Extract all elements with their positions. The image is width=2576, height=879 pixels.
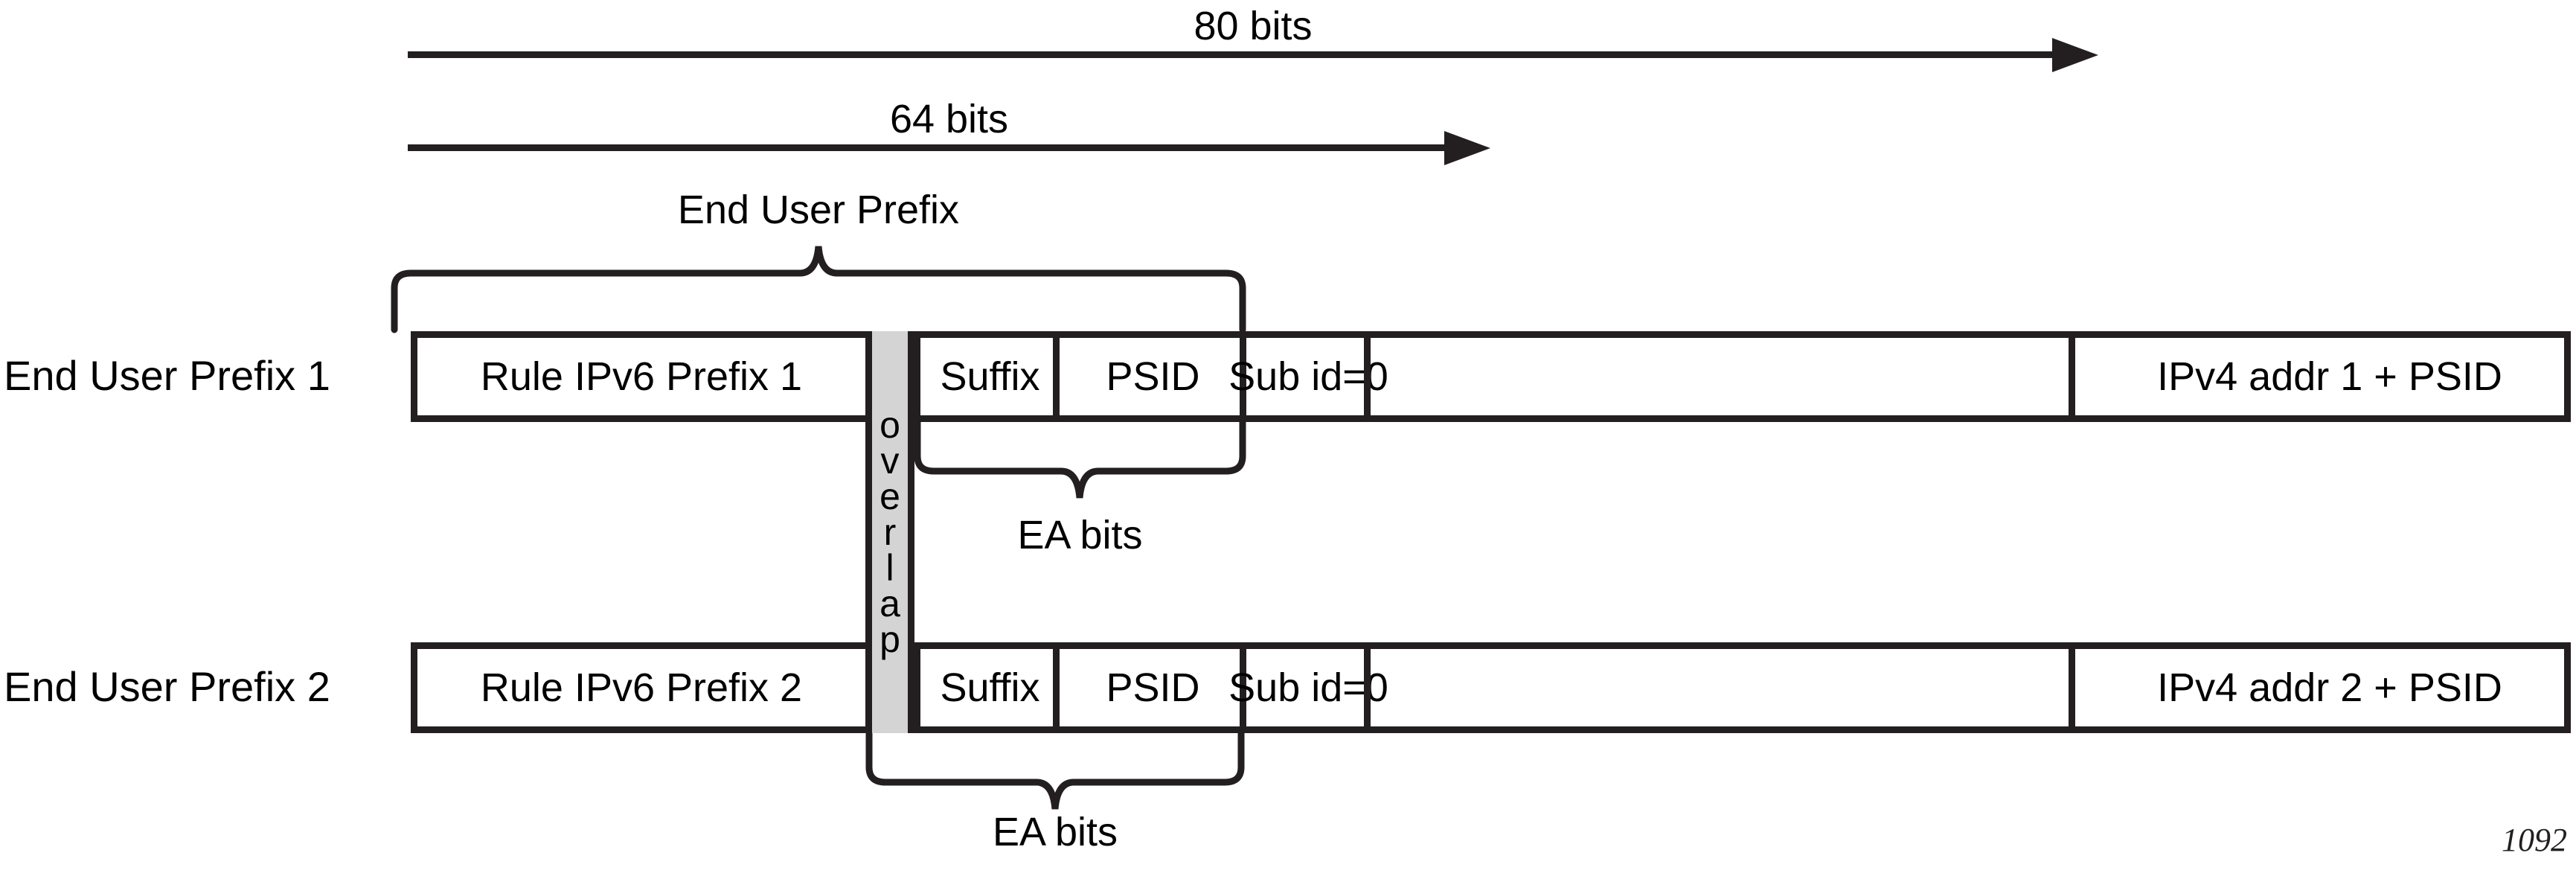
brace-label-ea-bits-row-1: EA bits — [1017, 513, 1143, 557]
overlap-letter-p: p — [880, 619, 900, 660]
brace-label-end-user-prefix: End User Prefix — [677, 188, 960, 232]
dimension-arrowhead-64-bits — [1444, 131, 1490, 165]
cell-sub-id-1: Sub id=0 — [1228, 338, 1388, 415]
dimension-label-80-bits: 80 bits — [1194, 4, 1313, 48]
cell-empty-2 — [1364, 649, 2075, 726]
dimension-arrowhead-80-bits — [2052, 38, 2098, 72]
cell-psid-1: PSID — [1053, 338, 1246, 415]
cell-rule-ipv6-prefix-2: Rule IPv6 Prefix 2 — [480, 665, 803, 710]
overlap-letter-a: a — [880, 583, 900, 624]
cell-ipv4-addr-2: IPv4 addr 2 + PSID — [2069, 649, 2576, 726]
cell-suffix-1: Suffix — [914, 338, 1060, 415]
page-number: 1092 — [2502, 822, 2567, 858]
row-label-end-user-prefix-2: End User Prefix 2 — [4, 663, 330, 710]
overlap-letter-l: l — [885, 547, 894, 589]
cell-suffix-2: Suffix — [914, 649, 1060, 726]
brace-label-ea-bits-row-2: EA bits — [992, 810, 1118, 854]
cell-psid-2: PSID — [1053, 649, 1246, 726]
dimension-line-80-bits — [408, 51, 2056, 58]
overlap-letter-v: v — [880, 440, 900, 482]
packet-row-2: Rule IPv6 Prefix 2 Suffix PSID Sub id=0 … — [411, 642, 2571, 733]
dimension-line-64-bits — [408, 144, 1448, 151]
cell-rule-ipv6-prefix-1: Rule IPv6 Prefix 1 — [480, 354, 803, 399]
brace-ea-bits-row-2 — [865, 729, 1245, 810]
row-label-end-user-prefix-1: End User Prefix 1 — [4, 352, 330, 399]
overlap-letter-r: r — [883, 511, 897, 553]
cell-empty-1 — [1364, 338, 2075, 415]
cell-ipv4-addr-1: IPv4 addr 1 + PSID — [2069, 338, 2576, 415]
brace-ea-bits-row-1 — [914, 418, 1246, 499]
overlap-column: o v e r l a p — [865, 331, 914, 733]
cell-sub-id-2: Sub id=0 — [1228, 649, 1388, 726]
packet-row-1: Rule IPv6 Prefix 1 Suffix PSID Sub id=0 … — [411, 331, 2571, 422]
overlap-letter-e: e — [880, 476, 900, 517]
brace-end-user-prefix — [391, 246, 1246, 333]
dimension-label-64-bits: 64 bits — [889, 97, 1009, 141]
overlap-letter-o: o — [880, 404, 900, 446]
